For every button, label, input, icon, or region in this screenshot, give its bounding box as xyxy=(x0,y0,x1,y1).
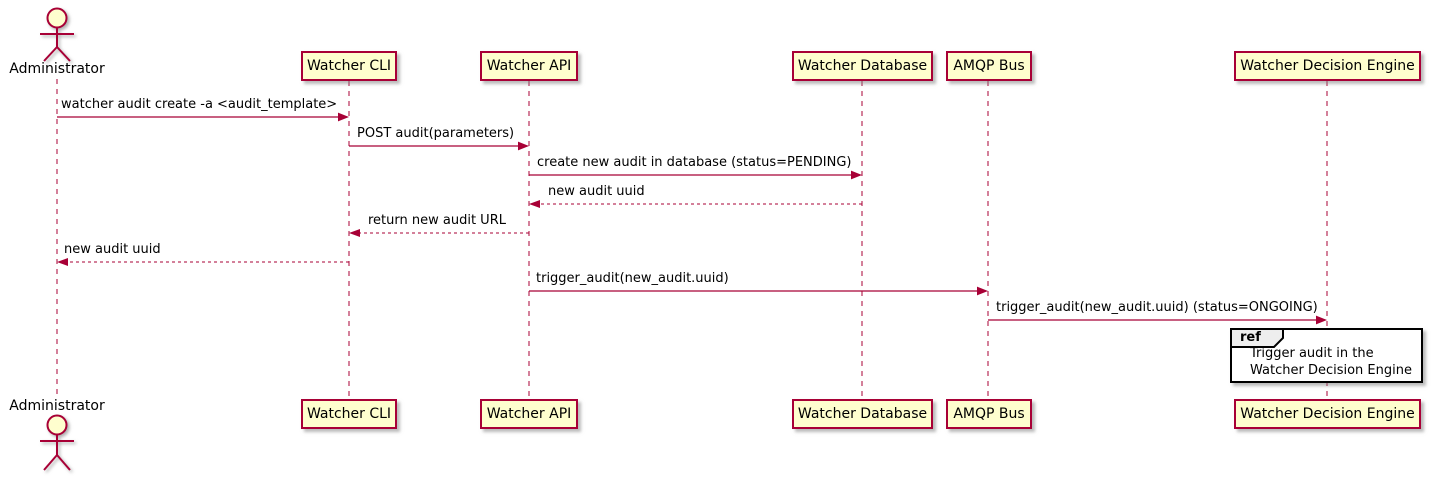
participant-watcher-database-bottom: Watcher Database xyxy=(792,399,933,429)
arrow-msg-2 xyxy=(349,141,529,151)
participant-watcher-decision-engine-bottom: Watcher Decision Engine xyxy=(1234,399,1421,429)
actor-figure-bottom xyxy=(40,414,74,471)
participant-watcher-cli-top: Watcher CLI xyxy=(301,51,397,81)
actor-label-administrator-bottom: Administrator xyxy=(9,398,105,414)
arrow-msg-3 xyxy=(529,170,862,180)
lifelines xyxy=(56,79,1328,399)
message-label-7: trigger_audit(new_audit.uuid) xyxy=(536,271,729,286)
arrow-msg-6-return xyxy=(57,258,349,266)
message-arrows xyxy=(57,112,1327,325)
message-label-1: watcher audit create -a <audit_template> xyxy=(61,97,338,112)
message-label-5: return new audit URL xyxy=(368,213,506,228)
participant-amqp-bus-top: AMQP Bus xyxy=(946,51,1032,81)
participant-watcher-database-top: Watcher Database xyxy=(792,51,933,81)
arrow-msg-1 xyxy=(57,112,349,122)
ref-tab-shape xyxy=(1230,328,1284,348)
ref-fragment: ref Trigger audit in the Watcher Decisio… xyxy=(1230,328,1423,383)
message-label-3: create new audit in database (status=PEN… xyxy=(537,155,852,170)
actor-head xyxy=(46,414,68,436)
arrow-msg-5-return xyxy=(349,229,529,237)
actor-figure-top xyxy=(40,7,74,62)
ref-text-line-2: Watcher Decision Engine xyxy=(1250,363,1412,378)
participant-watcher-api-top: Watcher API xyxy=(480,51,578,81)
participant-watcher-cli-bottom: Watcher CLI xyxy=(301,399,397,429)
message-label-6: new audit uuid xyxy=(64,242,161,257)
message-label-8: trigger_audit(new_audit.uuid) (status=ON… xyxy=(996,300,1318,315)
actor-label-administrator-top: Administrator xyxy=(9,61,105,77)
message-label-4: new audit uuid xyxy=(548,184,645,199)
participant-amqp-bus-bottom: AMQP Bus xyxy=(946,399,1032,429)
participant-watcher-api-bottom: Watcher API xyxy=(480,399,578,429)
ref-text-line-1: Trigger audit in the xyxy=(1250,346,1374,361)
participant-watcher-decision-engine-top: Watcher Decision Engine xyxy=(1234,51,1421,81)
arrow-msg-4-return xyxy=(529,200,862,208)
arrow-msg-8 xyxy=(988,315,1327,325)
ref-keyword: ref xyxy=(1240,330,1261,345)
arrow-msg-7 xyxy=(529,286,988,296)
message-label-2: POST audit(parameters) xyxy=(357,126,515,141)
actor-head xyxy=(46,7,68,29)
